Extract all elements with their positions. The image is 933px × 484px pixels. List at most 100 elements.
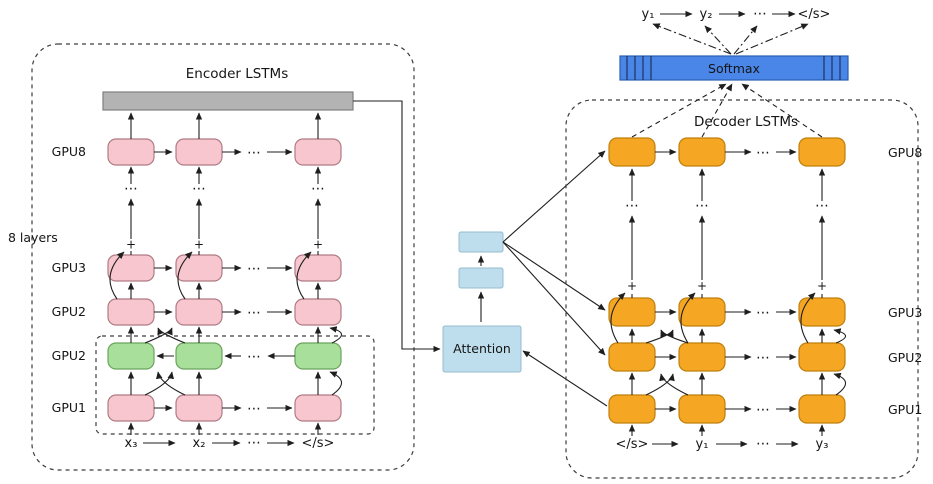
encoder-block: Encoder LSTMs GPU8 GPU3 GPU2 GPU2 GPU1 8…	[8, 43, 441, 471]
decoder-lstm-cell	[798, 297, 846, 327]
softmax-output-arrow	[704, 25, 732, 55]
decoder-to-attention-arrow	[522, 350, 608, 407]
dots-ellipsis: ⋯	[695, 198, 709, 214]
softmax-bar	[619, 55, 849, 81]
dots-ellipsis: ⋯	[753, 6, 767, 22]
plus-node: +	[313, 238, 323, 252]
decoder-lstm-cell	[608, 137, 656, 167]
decoder-input-token: y₃	[816, 437, 829, 452]
decoder-lstm-cell	[798, 342, 846, 372]
encoder-gpu2-reverse-label: GPU2	[52, 348, 86, 363]
dots-ellipsis: ⋯	[756, 402, 770, 418]
decoder-input-token: </s>	[616, 437, 649, 452]
encoder-lstm-cell	[294, 138, 342, 166]
encoder-lstm-cell	[107, 298, 155, 326]
residual-curve	[109, 251, 125, 300]
dots-ellipsis: ⋯	[756, 350, 770, 366]
encoder-lstm-cell	[175, 298, 223, 326]
decoder-title: Decoder LSTMs	[694, 114, 798, 130]
dots-ellipsis: ⋯	[815, 198, 829, 214]
dots-ellipsis: ⋯	[625, 198, 639, 214]
dots-ellipsis: ⋯	[247, 401, 261, 417]
encoder-input-token: x₂	[193, 436, 206, 451]
decoder-gpu1-label: GPU1	[888, 402, 922, 417]
decoder-gpu2-label: GPU2	[888, 350, 922, 365]
cross-curve	[645, 373, 675, 396]
decoder-gpu3-label: GPU3	[888, 305, 922, 320]
cross-curve	[329, 326, 343, 344]
plus-node: +	[126, 238, 136, 252]
plus-node: +	[817, 279, 827, 293]
cross-curve	[144, 327, 173, 344]
residual-curve	[800, 292, 816, 344]
decoder-lstm-cell	[678, 137, 726, 167]
dots-ellipsis: ⋯	[311, 181, 325, 197]
cross-curve	[144, 371, 175, 396]
cross-curve	[155, 371, 186, 396]
attention-box	[442, 325, 522, 373]
encoder-lstm-cell	[294, 394, 342, 422]
decoder-lstm-cell	[608, 297, 656, 327]
layers-count-label: 8 layers	[8, 230, 58, 245]
encoder-input-token: x₃	[125, 436, 138, 451]
dots-ellipsis: ⋯	[247, 349, 261, 365]
residual-curve	[296, 251, 312, 300]
softmax-label: Softmax	[708, 61, 760, 76]
encoder-title: Encoder LSTMs	[186, 66, 289, 82]
attention-label: Attention	[453, 341, 511, 356]
cross-curve	[329, 371, 343, 396]
dots-ellipsis: ⋯	[192, 181, 206, 197]
decoder-output-token: y₂	[700, 7, 713, 22]
encoder-gpu8-label: GPU8	[52, 144, 86, 159]
decoder-lstm-cell	[608, 342, 656, 372]
encoder-to-attention-connector	[353, 100, 441, 353]
decoder-boundary	[565, 99, 919, 479]
plus-node: +	[194, 238, 204, 252]
encoder-lstm-cell	[175, 138, 223, 166]
attention-fanout-arrow	[502, 241, 606, 311]
decoder-lstm-cell	[678, 342, 726, 372]
dots-ellipsis: ⋯	[247, 145, 261, 161]
softmax-output-arrow	[652, 23, 732, 55]
encoder-reverse-lstm-cell	[175, 342, 223, 370]
decoder-to-softmax-arrow	[741, 83, 823, 138]
cross-curve	[659, 373, 689, 396]
dots-ellipsis: ⋯	[124, 181, 138, 197]
encoder-lstm-cell	[175, 394, 223, 422]
decoder-lstm-cell	[798, 394, 846, 424]
encoder-lstm-cell	[294, 298, 342, 326]
encoder-lstm-cell	[107, 138, 155, 166]
cross-curve	[157, 327, 186, 344]
decoder-block: Softmax y₁ y₂ ⋯ </s> Decoder LSTMs ⋯ ⋯ ⋯	[565, 6, 922, 479]
plus-node: +	[697, 279, 707, 293]
residual-curve	[610, 292, 626, 344]
softmax-output-arrow	[733, 25, 758, 55]
attention-module: Attention	[442, 150, 608, 407]
encoder-lstm-cell	[175, 254, 223, 282]
cross-curve	[645, 329, 674, 344]
encoder-reverse-lstm-cell	[294, 342, 342, 370]
encoder-input-token: </s>	[302, 436, 335, 451]
decoder-lstm-cell	[678, 297, 726, 327]
dots-ellipsis: ⋯	[756, 305, 770, 321]
encoder-lstm-cell	[294, 254, 342, 282]
dots-ellipsis: ⋯	[756, 436, 770, 452]
encoder-lstm-cell	[107, 394, 155, 422]
dots-ellipsis: ⋯	[756, 145, 770, 161]
decoder-input-token: y₁	[696, 437, 709, 452]
attention-fanout-arrow	[502, 150, 606, 243]
decoder-output-token: </s>	[798, 7, 831, 22]
encoder-gpu3-label: GPU3	[52, 260, 86, 275]
residual-curve	[680, 292, 696, 344]
cross-curve	[660, 329, 689, 344]
decoder-gpu8-label: GPU8	[888, 145, 922, 160]
encoder-lstm-cell	[107, 254, 155, 282]
attention-context-box	[458, 231, 504, 253]
cross-curve	[833, 328, 847, 344]
plus-node: +	[627, 279, 637, 293]
decoder-output-token: y₁	[642, 7, 655, 22]
encoder-output-bar	[102, 91, 354, 111]
encoder-gpu1-label: GPU1	[52, 400, 86, 415]
